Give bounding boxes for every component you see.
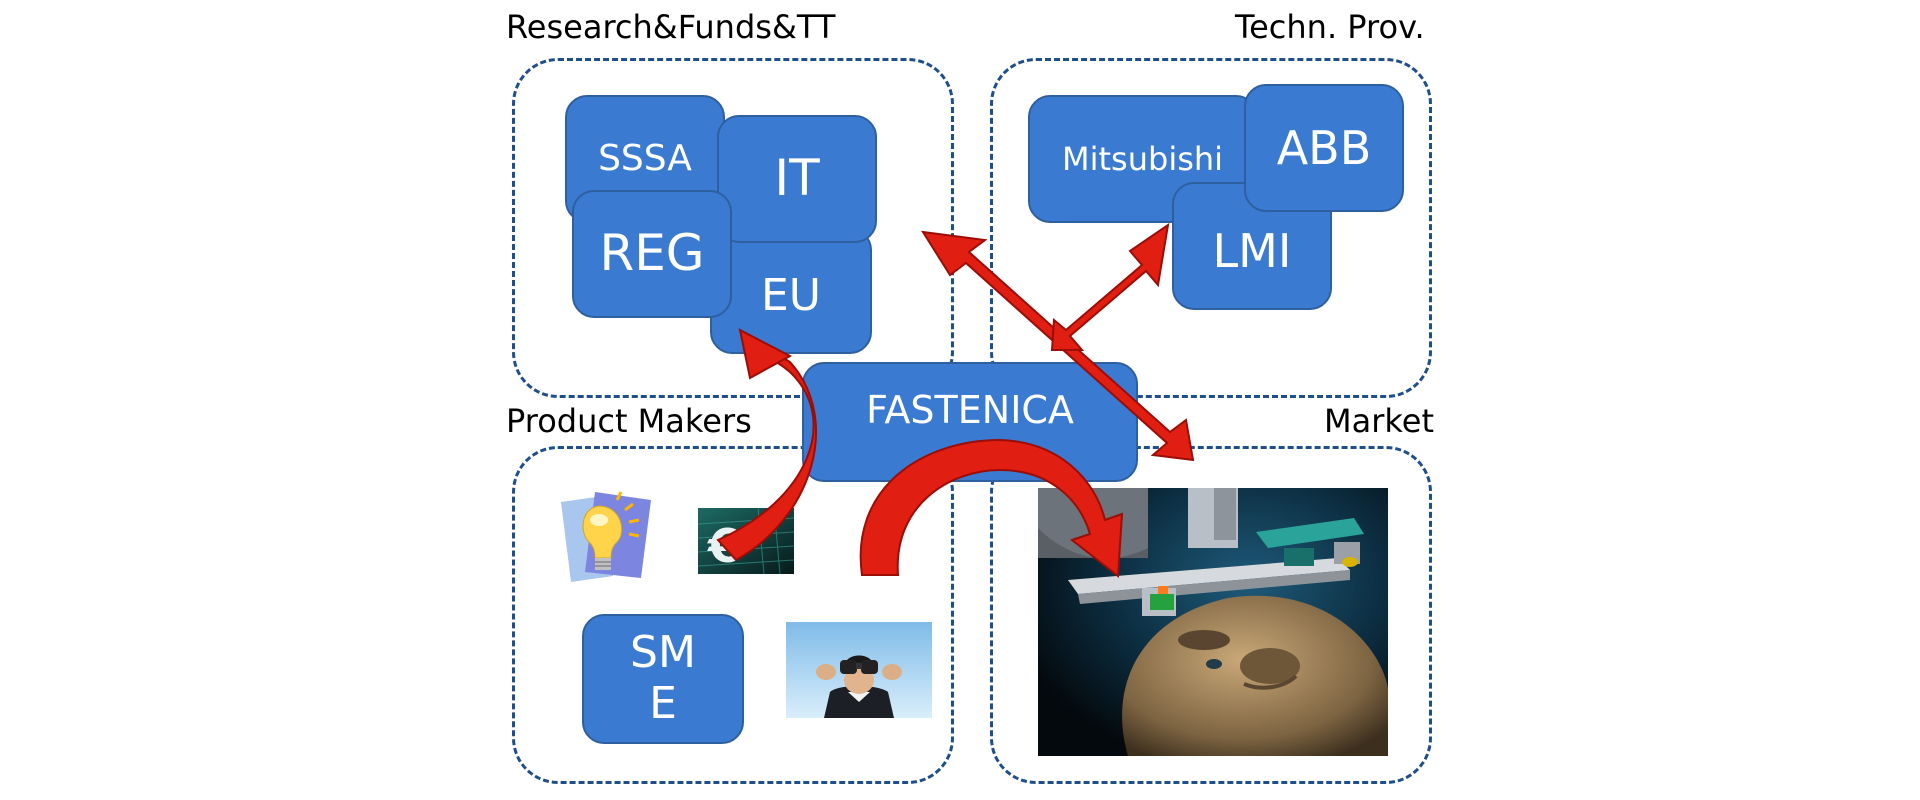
it-box: IT	[717, 115, 877, 243]
fastenica-box: FASTENICA	[802, 362, 1138, 482]
svg-text:€: €	[707, 519, 740, 573]
tech-quadrant	[990, 58, 1432, 398]
market-label: Market	[1324, 402, 1434, 440]
euro-coin-icon: €	[698, 508, 794, 574]
abb-box: ABB	[1244, 84, 1404, 212]
binoculars-photo	[786, 622, 932, 718]
sme-box: SM E	[582, 614, 744, 744]
reg-box: REG	[572, 190, 732, 318]
robot-head-render	[1038, 488, 1388, 756]
product-label: Product Makers	[506, 402, 752, 440]
sme-line-1: SM	[630, 627, 696, 679]
sme-line-2: E	[649, 678, 677, 729]
eu-box: EU	[710, 228, 872, 354]
lightbulb-icon	[555, 488, 655, 588]
research-label: Research&Funds&TT	[506, 8, 836, 46]
market-quadrant	[990, 446, 1432, 784]
tech-label: Techn. Prov.	[1235, 8, 1425, 46]
